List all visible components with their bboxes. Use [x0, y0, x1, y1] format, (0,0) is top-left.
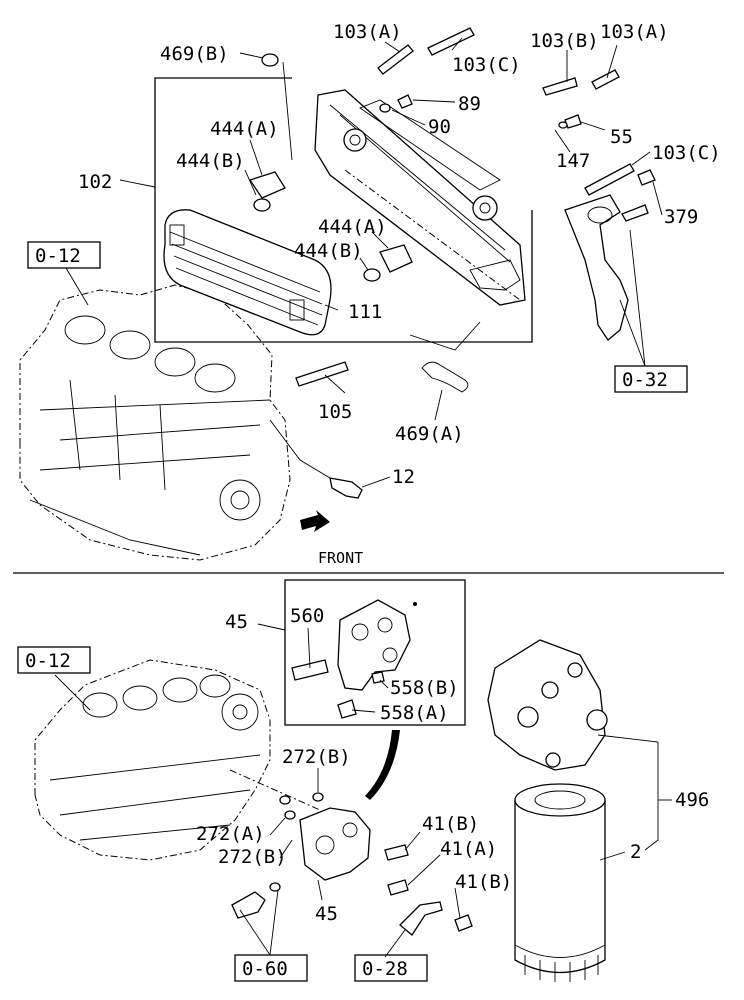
label-560: 560 — [290, 605, 324, 627]
label-45-bot: 45 — [315, 903, 338, 925]
washer-469b-icon — [261, 53, 279, 67]
leader-lines-bottom — [54, 623, 672, 958]
label-444b-mid: 444(B) — [294, 240, 363, 262]
label-103b: 103(B) — [530, 30, 599, 52]
filter-head-assembly — [279, 792, 473, 932]
ref-box-0-60[interactable]: 0-60 — [234, 954, 308, 982]
svg-text:0-12: 0-12 — [35, 245, 81, 267]
oil-filter-head-group-box — [284, 579, 466, 726]
label-103c-top: 103(C) — [452, 54, 521, 76]
label-469a: 469(A) — [395, 423, 464, 445]
svg-text:0-32: 0-32 — [622, 369, 668, 391]
gasket-469a-icon — [421, 361, 469, 393]
front-arrow-icon — [300, 510, 330, 532]
label-444b-top: 444(B) — [176, 150, 245, 172]
label-469b: 469(B) — [160, 43, 229, 65]
ref-box-0-28[interactable]: 0-28 — [354, 954, 428, 982]
label-103c-right: 103(C) — [652, 142, 721, 164]
label-272b-top: 272(B) — [282, 746, 351, 768]
label-379: 379 — [664, 206, 698, 228]
gasket-444a-mid-icon — [379, 244, 413, 273]
bolts-103-group — [377, 27, 656, 196]
label-272b-bot: 272(B) — [218, 846, 287, 868]
label-89: 89 — [458, 93, 481, 115]
leader-lines-top — [65, 37, 663, 488]
label-147: 147 — [556, 150, 590, 172]
label-41a: 41(A) — [440, 838, 497, 860]
label-272a: 272(A) — [196, 823, 265, 845]
label-2: 2 — [630, 841, 641, 863]
ref-box-0-12-bottom[interactable]: 0-12 — [17, 646, 91, 674]
svg-text:0-12: 0-12 — [25, 650, 71, 672]
label-front: FRONT — [318, 549, 363, 567]
zoom-arrow-icon — [365, 730, 400, 800]
label-111: 111 — [348, 301, 382, 323]
label-90: 90 — [428, 116, 451, 138]
sensor-12-icon — [329, 477, 363, 499]
oil-cooler-group-box — [154, 77, 533, 343]
bracket-0-28-icon — [399, 901, 443, 936]
filter-housing-496 — [487, 639, 608, 771]
label-41b-bot: 41(B) — [455, 871, 512, 893]
oil-cooler-element — [163, 209, 332, 336]
label-103a-top: 103(A) — [333, 21, 402, 43]
label-41b-top: 41(B) — [422, 813, 479, 835]
washer-0-60-icon — [269, 882, 281, 892]
stud-105-icon — [295, 361, 349, 387]
label-102: 102 — [78, 171, 112, 193]
engine-block-top — [19, 284, 291, 561]
oring-444b-mid-icon — [363, 268, 381, 282]
label-103a-right: 103(A) — [600, 21, 669, 43]
label-105: 105 — [318, 401, 352, 423]
filter-cartridge-2 — [514, 783, 606, 982]
sensor-0-60-icon — [231, 891, 266, 919]
oil-cooler-housing — [314, 89, 526, 306]
label-558a: 558(A) — [380, 702, 449, 724]
ref-box-0-32[interactable]: 0-32 — [614, 365, 688, 393]
label-558b: 558(B) — [390, 677, 459, 699]
label-12: 12 — [392, 466, 415, 488]
svg-text:0-28: 0-28 — [362, 958, 408, 980]
label-55: 55 — [610, 126, 633, 148]
oring-444b-top-icon — [253, 198, 271, 212]
label-496: 496 — [675, 789, 709, 811]
ref-box-0-12-top[interactable]: 0-12 — [27, 241, 101, 269]
gasket-444a-top-icon — [248, 171, 286, 199]
svg-text:0-60: 0-60 — [242, 958, 288, 980]
label-444a-mid: 444(A) — [318, 216, 387, 238]
label-444a-top: 444(A) — [210, 118, 279, 140]
water-pipe — [564, 194, 649, 341]
engine-block-bottom — [34, 659, 321, 861]
label-45-top: 45 — [225, 611, 248, 633]
filter-head-inset — [291, 599, 417, 719]
